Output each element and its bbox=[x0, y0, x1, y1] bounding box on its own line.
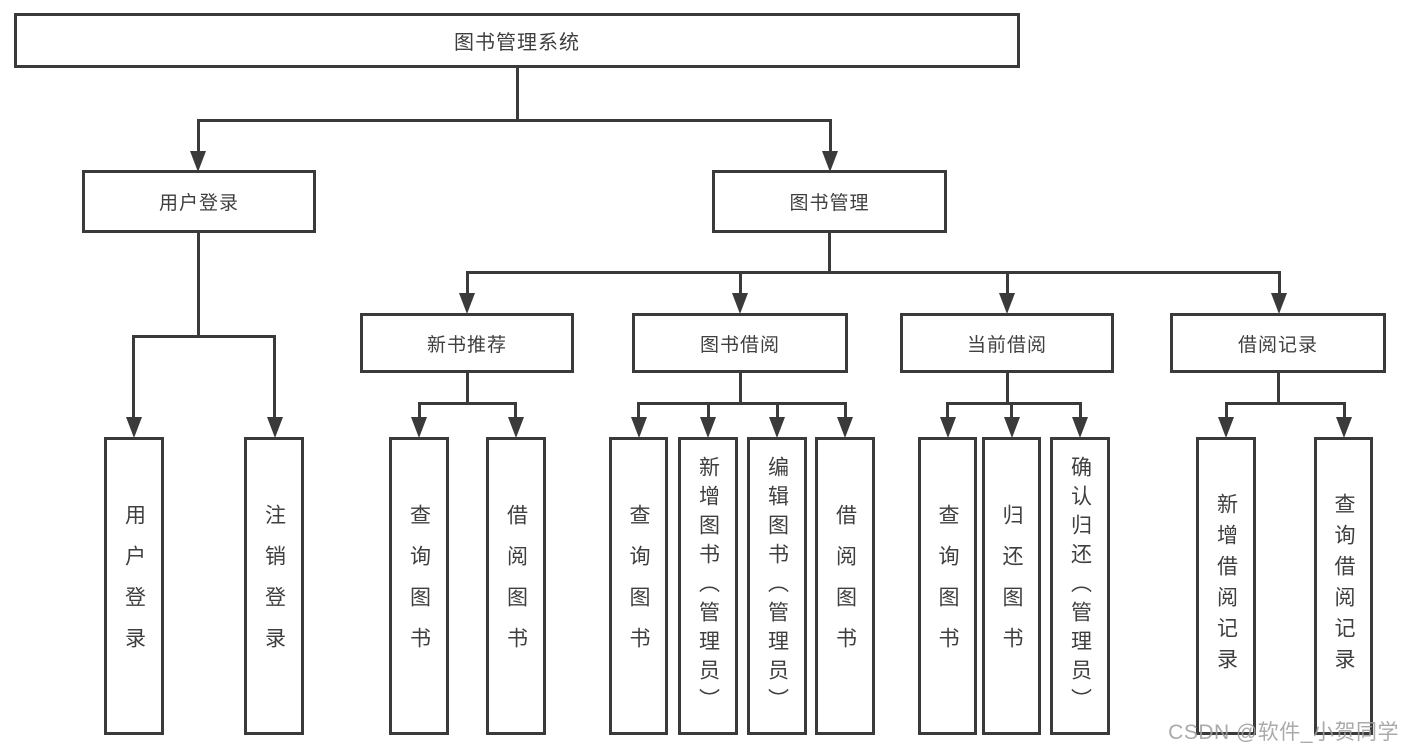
connector-line bbox=[637, 401, 847, 405]
arrowhead-icon bbox=[507, 417, 524, 438]
connector-line bbox=[1010, 403, 1013, 421]
connector-line bbox=[132, 336, 135, 420]
connector-line bbox=[196, 120, 200, 154]
leaf-borrow-books-recommendation: 借阅图书 bbox=[486, 437, 546, 735]
arrowhead-icon bbox=[732, 293, 748, 314]
node-label: 查询借阅记录 bbox=[1332, 493, 1355, 679]
connector-line bbox=[946, 403, 949, 421]
connector-line bbox=[1342, 403, 1346, 421]
node-label: 图书管理 bbox=[789, 193, 870, 214]
connector-line bbox=[1078, 403, 1082, 421]
connector-line bbox=[1277, 272, 1281, 297]
connector-line bbox=[1224, 401, 1346, 405]
arrowhead-icon bbox=[822, 151, 838, 172]
connector-line bbox=[1005, 272, 1009, 297]
arrowhead-icon bbox=[1336, 417, 1352, 438]
connector-line bbox=[417, 403, 421, 421]
arrowhead-icon bbox=[1003, 417, 1020, 438]
connector-line bbox=[514, 403, 517, 421]
node-label: 新书推荐 bbox=[426, 334, 507, 356]
node-label: 当前借阅 bbox=[966, 334, 1047, 356]
arrowhead-icon bbox=[700, 417, 716, 438]
node-book-management: 图书管理 bbox=[712, 170, 947, 233]
node-label: 确认归还（管理员） bbox=[1068, 455, 1092, 717]
arrowhead-icon bbox=[939, 417, 956, 438]
node-label: 用户登录 bbox=[158, 193, 239, 214]
node-label: 借阅图书 bbox=[504, 504, 528, 668]
node-current-borrowing: 当前借阅 bbox=[900, 313, 1114, 373]
leaf-logout: 注销登录 bbox=[244, 437, 304, 735]
connector-line bbox=[465, 272, 469, 297]
arrowhead-icon bbox=[1072, 417, 1088, 438]
node-label: 编辑图书（管理员） bbox=[765, 455, 789, 717]
leaf-borrow-books-borrowing: 借阅图书 bbox=[815, 437, 875, 735]
node-label: 查询图书 bbox=[936, 504, 959, 668]
connector-line bbox=[515, 68, 519, 122]
arrowhead-icon bbox=[266, 417, 283, 438]
connector-line bbox=[706, 403, 710, 421]
leaf-add-books-admin: 新增图书（管理员） bbox=[678, 437, 738, 735]
arrowhead-icon bbox=[459, 293, 475, 314]
connector-line bbox=[1224, 403, 1228, 421]
leaf-query-books-borrowing: 查询图书 bbox=[609, 437, 668, 735]
connector-line bbox=[1005, 373, 1009, 404]
node-label: 新增借阅记录 bbox=[1214, 493, 1238, 679]
node-label: 借阅图书 bbox=[833, 504, 857, 668]
node-label: 新增图书（管理员） bbox=[696, 455, 720, 717]
node-library-management-system: 图书管理系统 bbox=[14, 13, 1020, 68]
node-label: 借阅记录 bbox=[1237, 334, 1318, 356]
arrowhead-icon bbox=[630, 417, 647, 438]
csdn-watermark: CSDN @软件_小贺同学 bbox=[1168, 721, 1399, 744]
arrowhead-icon bbox=[1218, 417, 1234, 438]
connector-line bbox=[465, 270, 1281, 274]
leaf-query-books-recommendation: 查询图书 bbox=[389, 437, 449, 735]
leaf-return-books: 归还图书 bbox=[982, 437, 1041, 735]
connector-line bbox=[196, 118, 832, 122]
leaf-query-books-current: 查询图书 bbox=[918, 437, 977, 735]
arrowhead-icon bbox=[837, 417, 853, 438]
connector-line bbox=[196, 233, 200, 337]
node-label: 查询图书 bbox=[627, 504, 650, 668]
node-user-login: 用户登录 bbox=[82, 170, 316, 233]
connector-line bbox=[843, 403, 847, 421]
node-label: 归还图书 bbox=[1000, 504, 1023, 668]
node-label: 图书管理系统 bbox=[454, 32, 580, 54]
leaf-confirm-return-admin: 确认归还（管理员） bbox=[1050, 437, 1110, 735]
node-label: 图书借阅 bbox=[699, 334, 780, 356]
node-book-borrowing: 图书借阅 bbox=[632, 313, 848, 373]
leaf-query-borrowing-record: 查询借阅记录 bbox=[1314, 437, 1373, 735]
connector-line bbox=[738, 373, 742, 404]
connector-line bbox=[827, 233, 831, 273]
connector-line bbox=[738, 272, 742, 297]
connector-line bbox=[132, 334, 276, 338]
arrowhead-icon bbox=[411, 417, 427, 438]
arrowhead-icon bbox=[769, 417, 785, 438]
leaf-edit-books-admin: 编辑图书（管理员） bbox=[747, 437, 807, 735]
node-label: 注销登录 bbox=[262, 504, 286, 668]
connector-line bbox=[273, 336, 276, 420]
connector-line bbox=[465, 373, 469, 404]
connector-line bbox=[637, 403, 640, 421]
arrowhead-icon bbox=[999, 293, 1015, 314]
arrowhead-icon bbox=[190, 151, 206, 172]
connector-line bbox=[828, 120, 832, 154]
arrowhead-icon bbox=[125, 417, 142, 438]
leaf-add-borrowing-record: 新增借阅记录 bbox=[1196, 437, 1256, 735]
connector-line bbox=[1276, 373, 1280, 404]
node-new-book-recommendation: 新书推荐 bbox=[360, 313, 574, 373]
connector-line bbox=[775, 403, 779, 421]
node-label: 查询图书 bbox=[407, 504, 431, 668]
node-label: 用户登录 bbox=[122, 504, 146, 668]
node-borrowing-records: 借阅记录 bbox=[1170, 313, 1386, 373]
connector-line bbox=[417, 401, 517, 405]
arrowhead-icon bbox=[1271, 293, 1287, 314]
leaf-user-login: 用户登录 bbox=[104, 437, 164, 735]
connector-line bbox=[946, 401, 1082, 405]
